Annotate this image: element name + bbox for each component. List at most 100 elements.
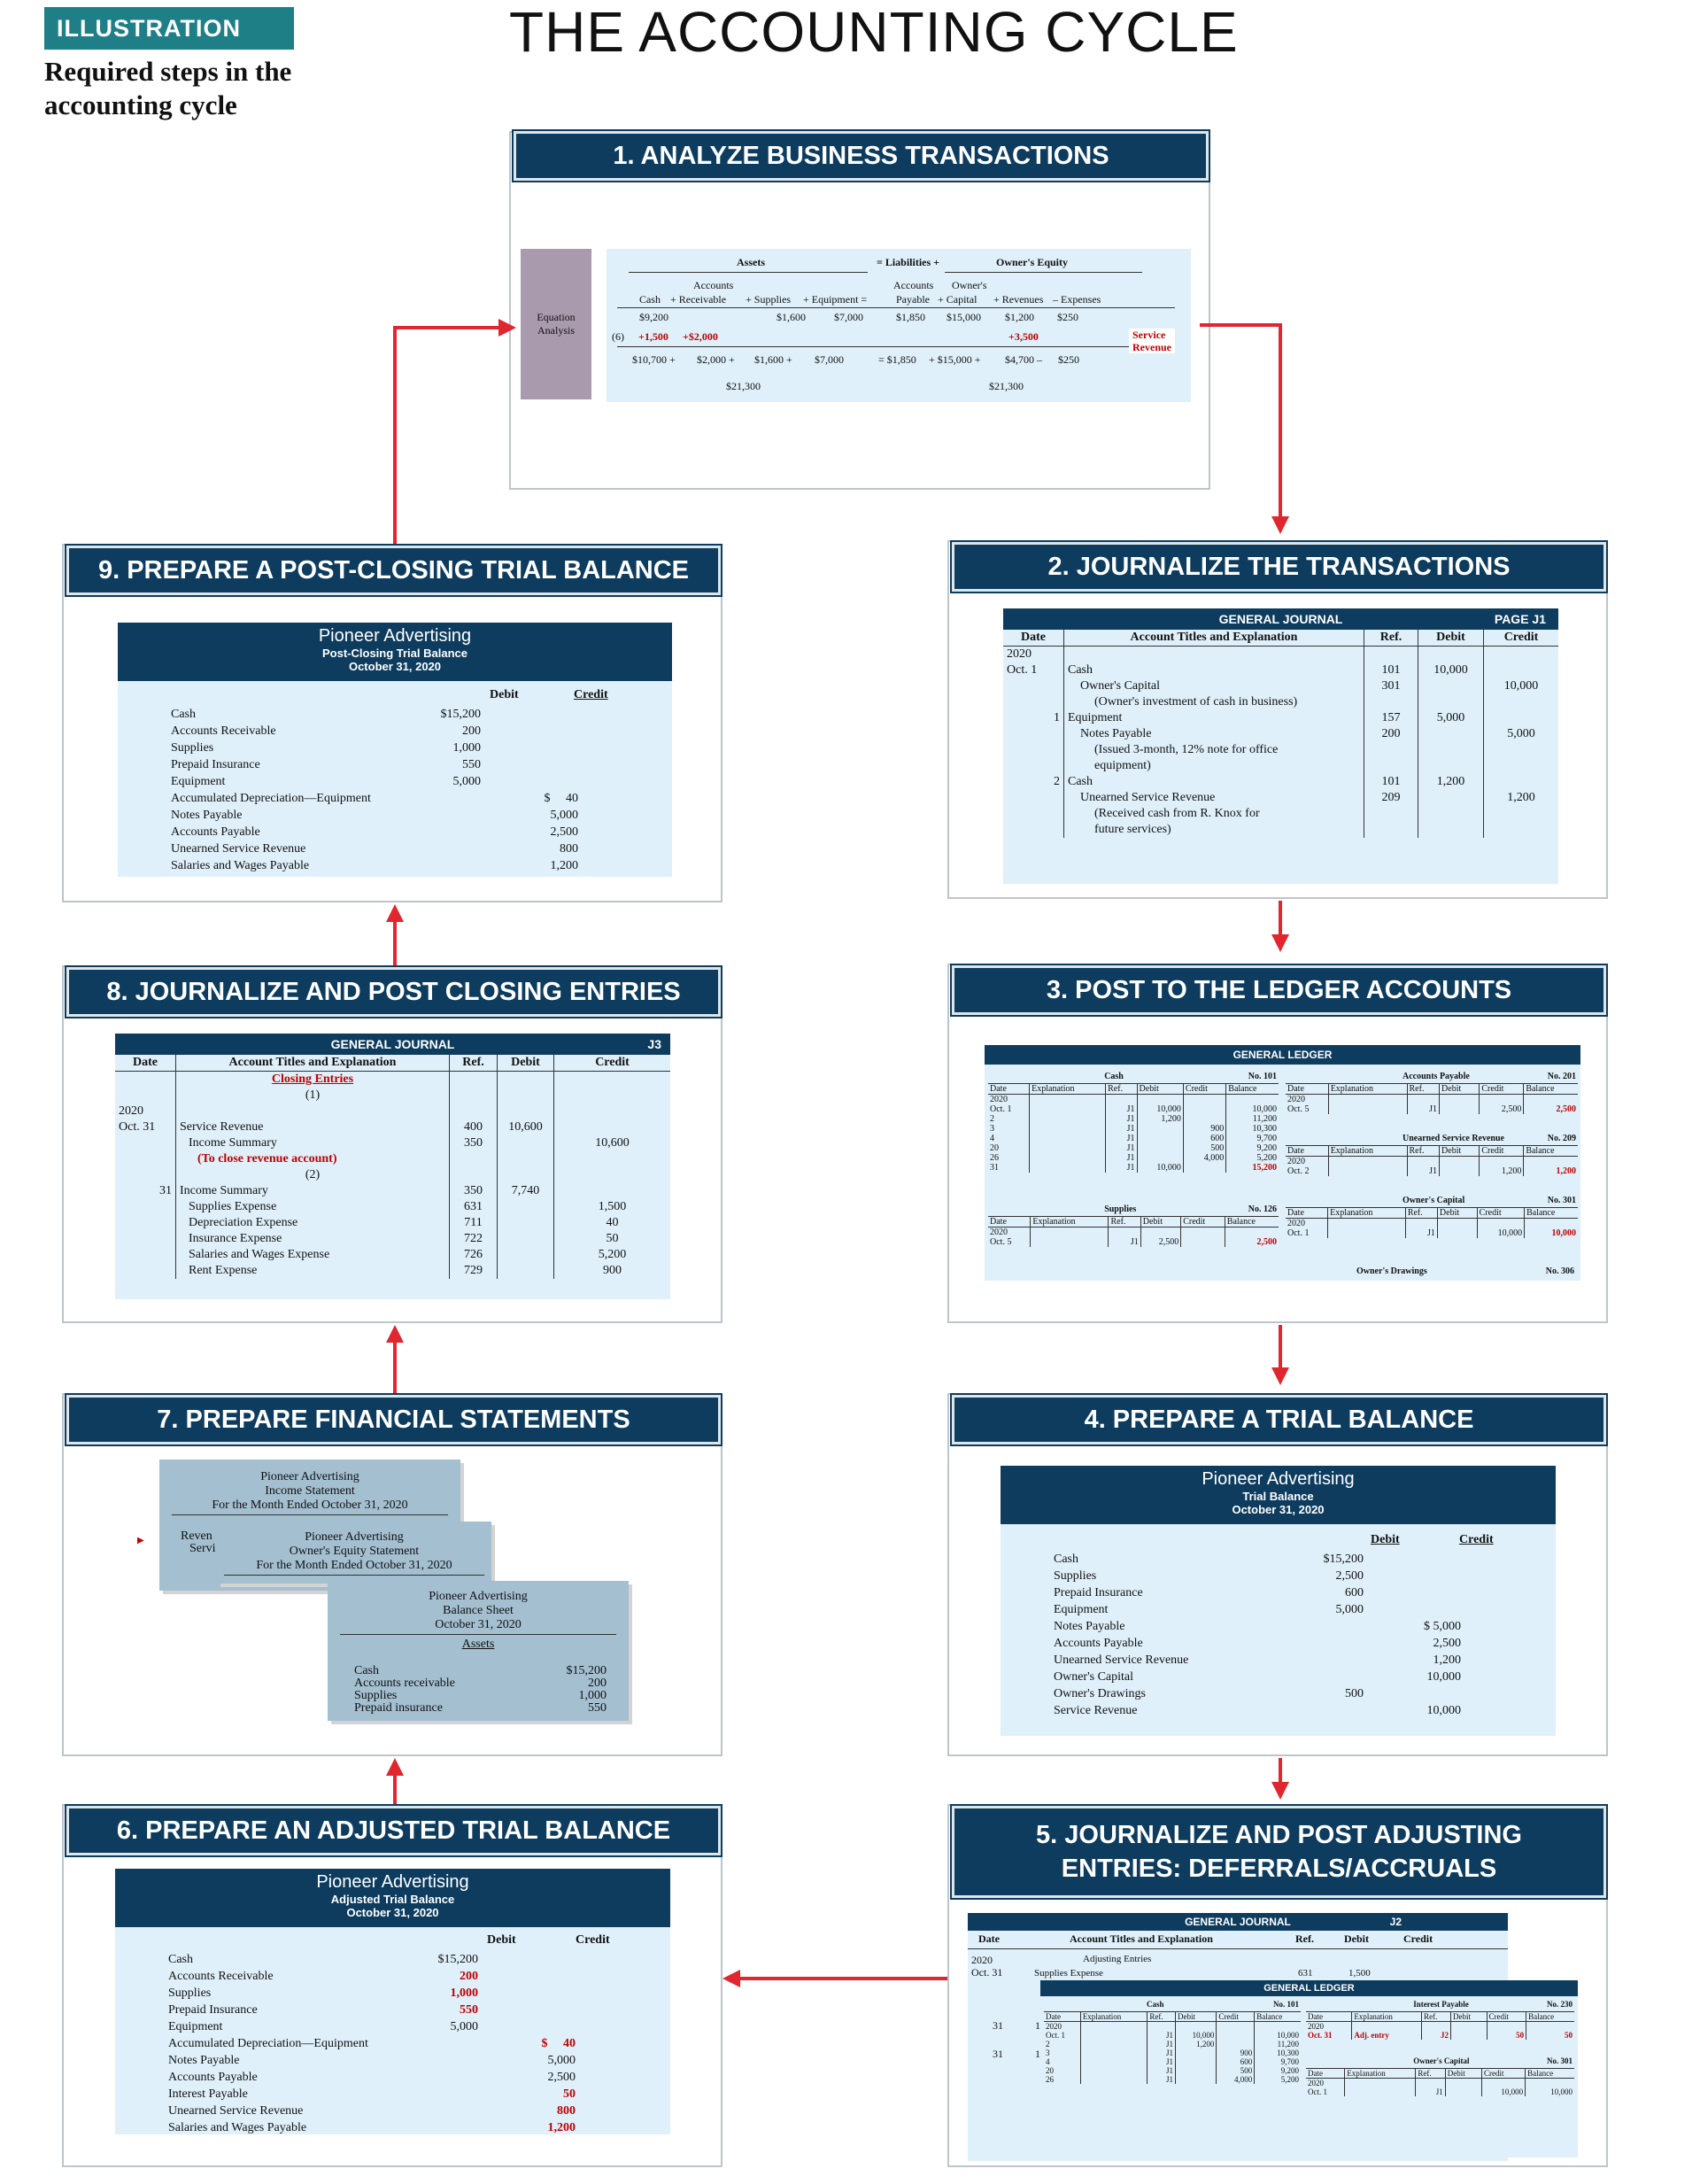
note-line-2: Revenue [1132, 341, 1171, 353]
ledger-cell [1436, 1218, 1478, 1228]
balance-debit: 5,000 [452, 775, 482, 788]
ledger-cell [1174, 2066, 1217, 2075]
row3-cash: $10,700 + [632, 353, 676, 366]
ledger-account-title: Unearned Service Revenue [1402, 1134, 1504, 1143]
ledger-cell: 10,300 [1254, 2048, 1301, 2057]
ledger-cell [1079, 2040, 1148, 2048]
ledger-cell: Oct. 1 [1046, 2031, 1065, 2040]
closing-cell [497, 1088, 554, 1104]
tb-header: Pioneer Advertising Trial Balance Octobe… [1001, 1466, 1556, 1524]
balance-account: Supplies [1054, 1569, 1097, 1583]
step-3-title: 3. POST TO THE LEDGER ACCOUNTS [952, 965, 1606, 1015]
general-journal-j1: GENERAL JOURNAL PAGE J1 Date Account Tit… [1003, 608, 1558, 884]
atb-header: Pioneer Advertising Adjusted Trial Balan… [115, 1869, 670, 1927]
ledger-cell: 2020 [1287, 1219, 1305, 1228]
journal-cell: 10,000 [1483, 678, 1558, 694]
journal-cell [1483, 662, 1558, 678]
ledger-col-header: Ref. [1415, 2068, 1446, 2079]
ledger-col-header: Balance [1524, 1207, 1578, 1219]
journal-cell: 1,200 [1418, 774, 1484, 790]
ledger-cell [1136, 1094, 1184, 1104]
ledger-cell: 20 [1046, 2066, 1054, 2075]
ledger-account-no: No. 301 [1547, 2056, 1572, 2065]
balance-account: Owner's Drawings [1054, 1687, 1147, 1700]
ledger-col-header: Date [1306, 2068, 1345, 2079]
balance-account: Accumulated Depreciation—Equipment [168, 2037, 368, 2050]
balance-credit: $ 5,000 [1424, 1620, 1461, 1633]
ledger-col-header: Ref. [1404, 1207, 1438, 1219]
ledger-cell: Oct. 1 [1308, 2087, 1327, 2096]
adj-col-credit: Credit [1403, 1932, 1433, 1945]
ledger-cell: 900 [1182, 1124, 1226, 1134]
arrow-up-icon [386, 1758, 404, 1776]
closing-th-debit: Debit [497, 1055, 554, 1072]
closing-cell: Salaries and Wages Expense [175, 1247, 450, 1263]
step-2-title: 2. JOURNALIZE THE TRANSACTIONS [952, 542, 1606, 592]
row1-supplies: $1,600 [777, 311, 806, 323]
ledger-cell [1029, 1143, 1106, 1153]
closing-th-date: Date [115, 1055, 176, 1072]
balance-row: Cash$15,200 [171, 706, 631, 723]
ledger-col-header: Ref. [1421, 2011, 1451, 2022]
closing-cell: Supplies Expense [175, 1199, 450, 1215]
balance-debit: 5,000 [450, 2020, 479, 2033]
journal-cell [1003, 758, 1064, 774]
ledger-cell: J1 [1147, 2057, 1176, 2066]
closing-cell [497, 1215, 554, 1231]
atb-debit-header: Debit [487, 1933, 516, 1947]
ledger-cell: 2,500 [1140, 1237, 1181, 1247]
balance-debit: 1,000 [452, 741, 482, 755]
ledger-account-title: Interest Payable [1413, 2000, 1469, 2009]
ledger-col-header: Balance [1526, 2011, 1574, 2022]
closing-cell [553, 1183, 670, 1199]
journal-cell [1364, 822, 1418, 838]
journal-cell [1003, 790, 1064, 806]
arrow-4-to-5 [1279, 1758, 1282, 1785]
balance-credit: 1,200 [1433, 1653, 1462, 1667]
ledger-cell: 9,200 [1225, 1143, 1279, 1153]
ledger-cell [1174, 2075, 1217, 2084]
col-capital: + Capital [938, 293, 978, 306]
equity-rule [945, 272, 1142, 273]
journal-cell [1483, 710, 1558, 726]
ledger-cell: J1 [1147, 2048, 1176, 2057]
journal-cell: 1 [1054, 711, 1060, 724]
equation-row-3: $10,700 + $2,000 + $1,600 + $7,000 = $1,… [617, 353, 1175, 368]
ledger-cell [1216, 2021, 1255, 2031]
ledger-col-header: Credit [1180, 1216, 1225, 1228]
ledger-cell [1136, 1134, 1184, 1143]
th-date: Date [1003, 630, 1064, 647]
ledger-col-header: Ref. [1147, 2011, 1176, 2022]
ledger-col-header: Credit [1481, 2068, 1526, 2079]
ledger-cell [1476, 1218, 1525, 1228]
closing-cell [115, 1231, 176, 1247]
closing-cell [553, 1167, 670, 1183]
balance-debit: 550 [462, 758, 481, 771]
closing-cell [175, 1104, 450, 1119]
ledger-cell: J1 [1406, 1166, 1440, 1176]
is-company: Pioneer Advertising [260, 1470, 359, 1483]
bs-amount: $15,200 [566, 1664, 607, 1677]
balance-account: Notes Payable [171, 809, 243, 822]
ledger-cell: 1,200 [1174, 2040, 1217, 2048]
balance-account: Equipment [168, 2020, 223, 2033]
journal-cell: 200 [1364, 726, 1418, 742]
journal-cell [1364, 742, 1418, 758]
journal-cell [1483, 806, 1558, 822]
